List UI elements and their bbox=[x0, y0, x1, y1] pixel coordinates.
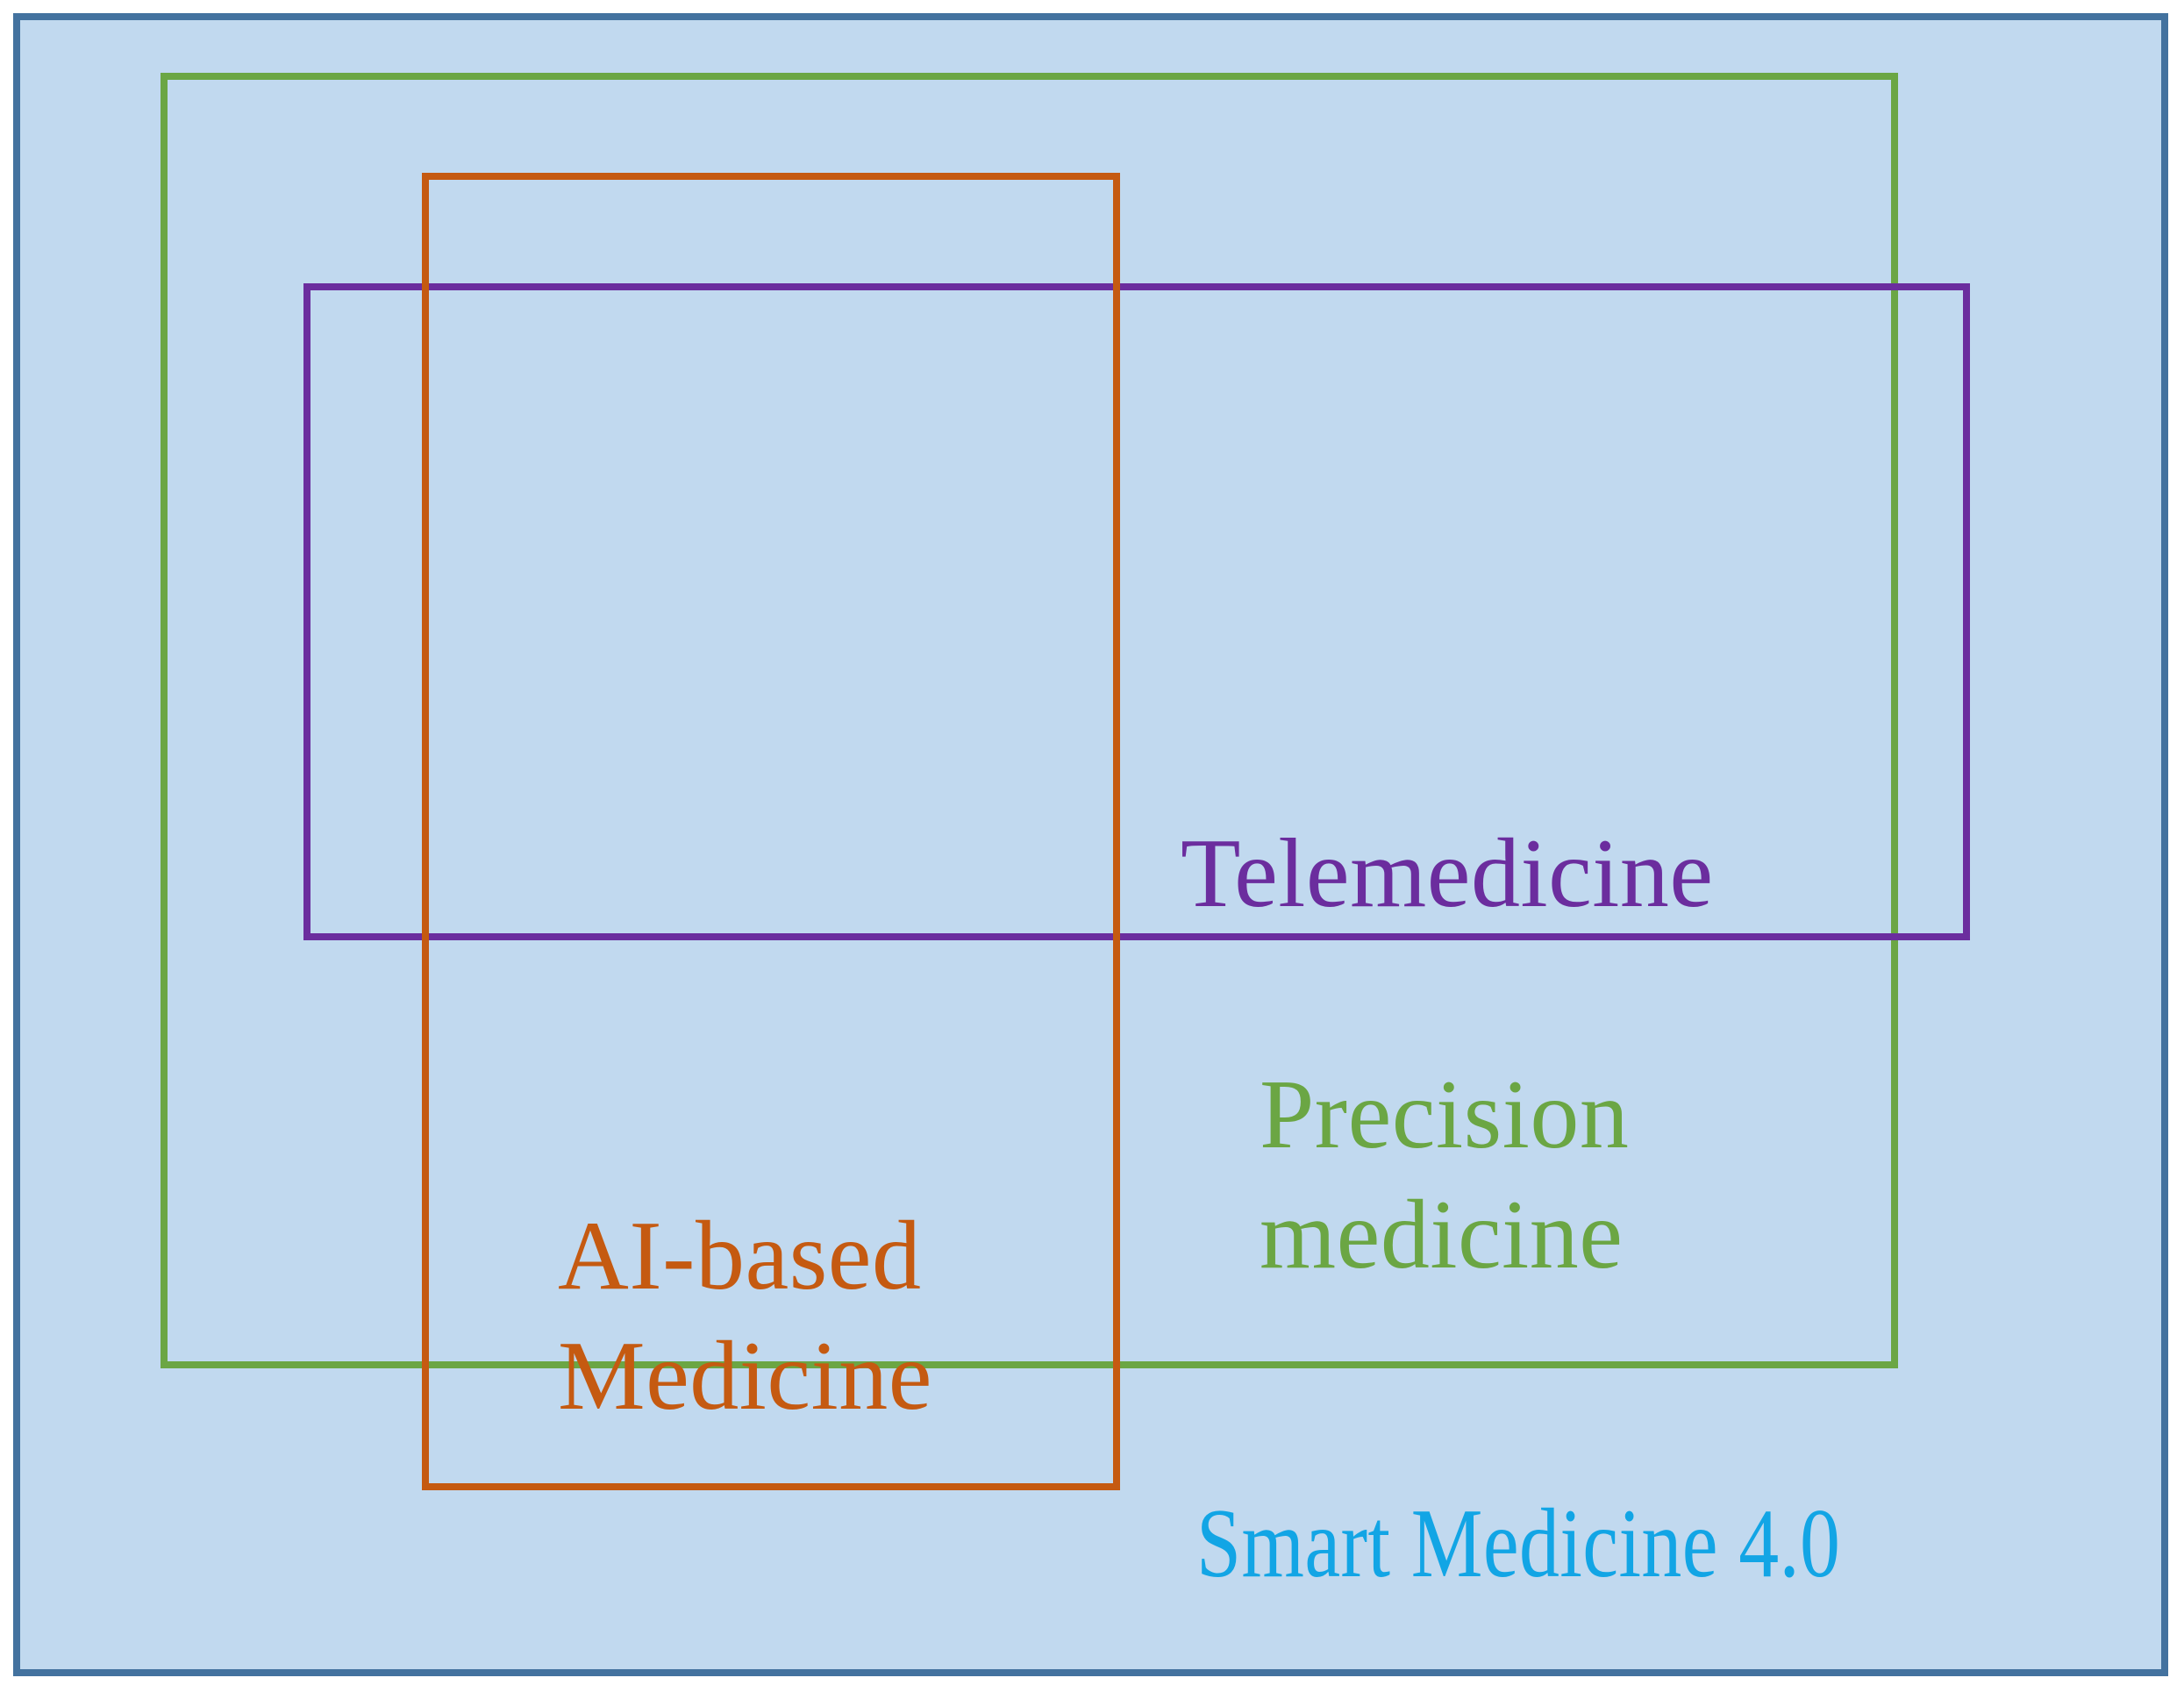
ai-based-medicine-box bbox=[422, 173, 1120, 1490]
precision-medicine-label: Precision medicine bbox=[1260, 1060, 1630, 1289]
telemedicine-box bbox=[303, 283, 1970, 940]
smart-medicine-label: Smart Medicine 4.0 bbox=[1196, 1489, 1841, 1598]
ai-based-medicine-label: AI-based Medicine bbox=[558, 1202, 932, 1431]
telemedicine-label: Telemedicine bbox=[1181, 819, 1714, 928]
smart-medicine-box bbox=[13, 13, 2168, 1676]
precision-medicine-box bbox=[161, 73, 1898, 1368]
